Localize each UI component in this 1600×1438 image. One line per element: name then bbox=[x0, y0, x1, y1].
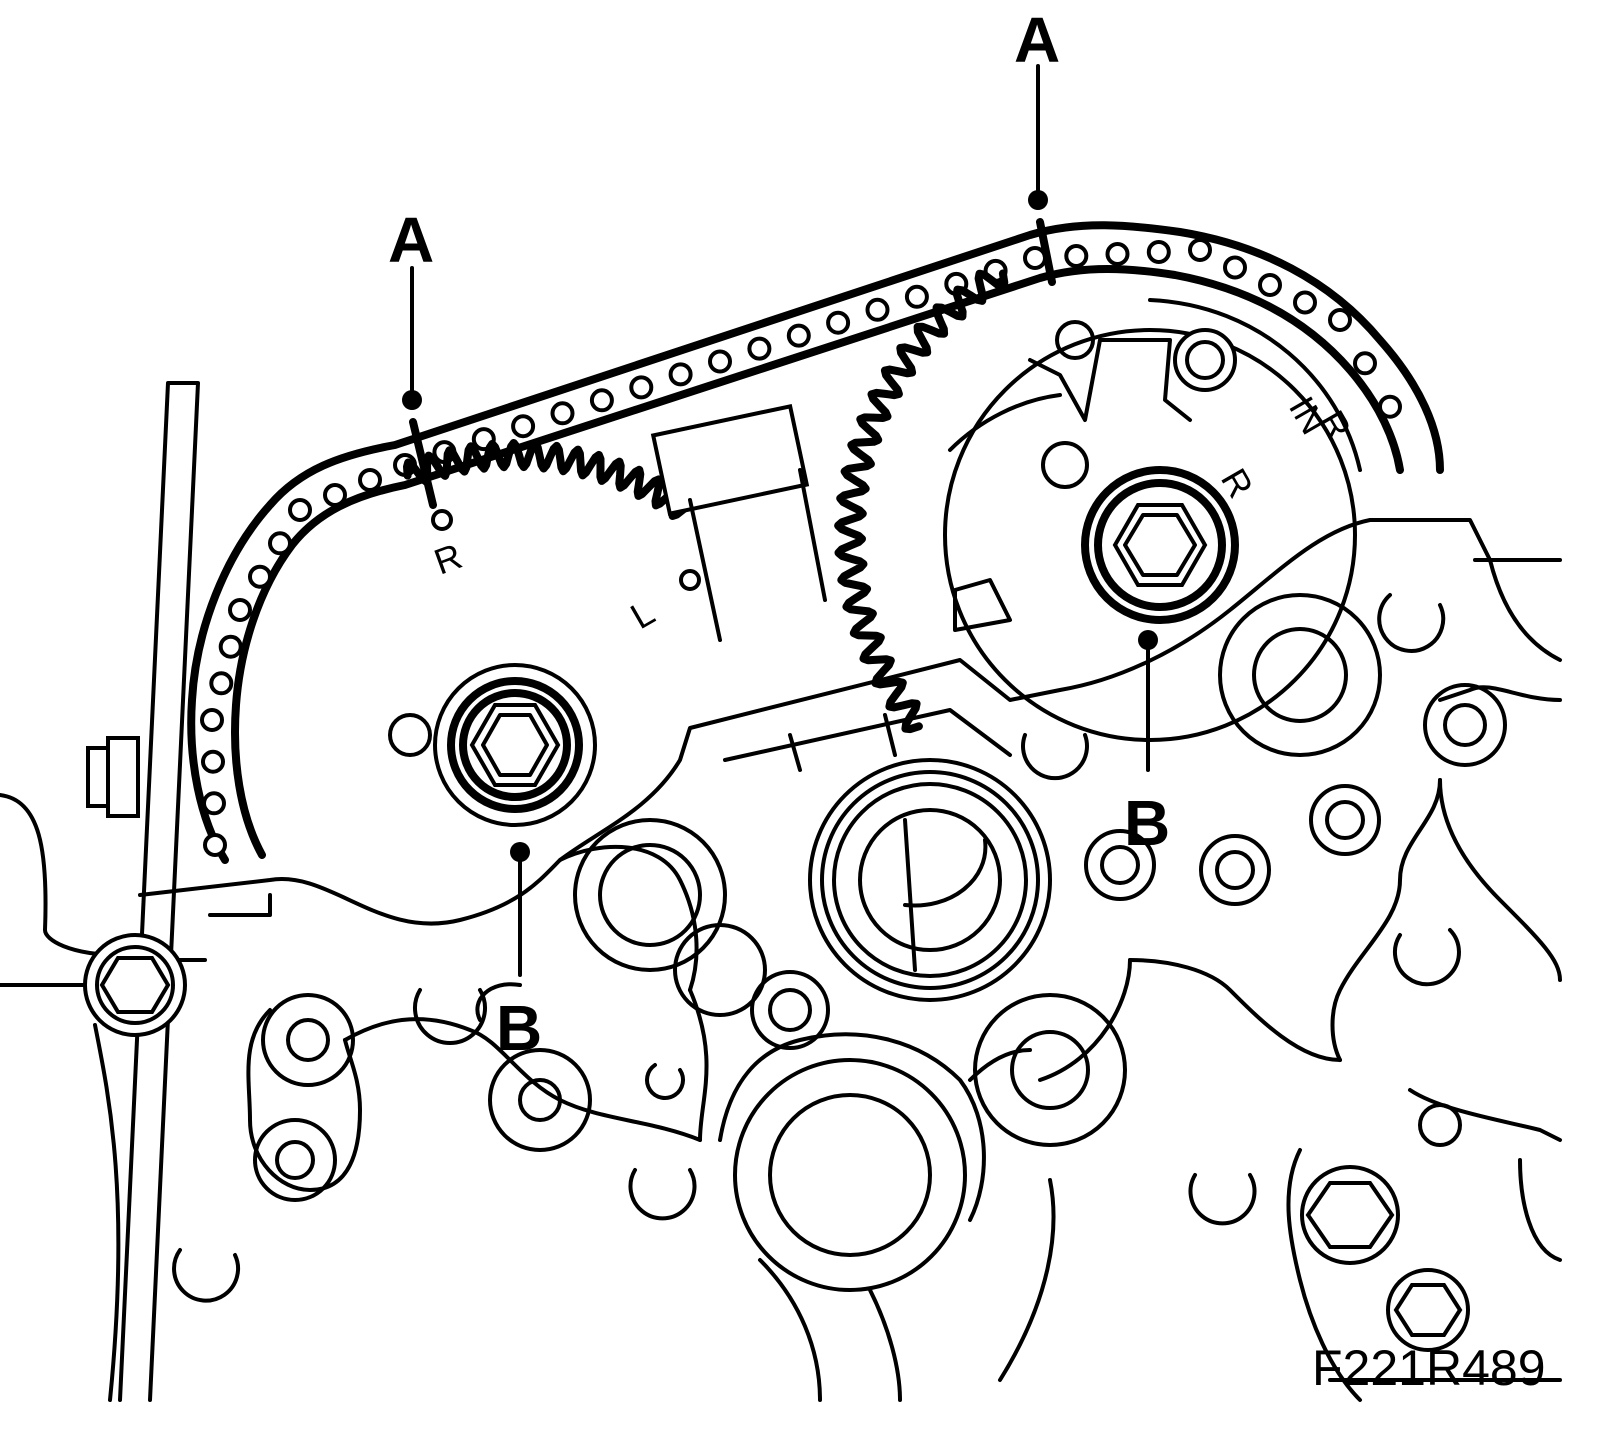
chain-guide-block bbox=[650, 403, 827, 642]
left-timing-dot-r bbox=[431, 509, 453, 531]
chain-roller bbox=[201, 749, 225, 774]
chain-roller bbox=[786, 323, 811, 348]
chain-roller bbox=[228, 598, 252, 622]
chain-roller bbox=[629, 375, 654, 400]
lower-right-bolts bbox=[1300, 1165, 1470, 1352]
chain-roller bbox=[589, 388, 614, 413]
chain-roller bbox=[1223, 255, 1247, 280]
callout-b-left: B bbox=[496, 842, 542, 1064]
chain-roller bbox=[1064, 244, 1089, 268]
chain-roller bbox=[209, 671, 234, 696]
chain-roller bbox=[511, 414, 536, 439]
callout-a-right: A bbox=[1014, 4, 1060, 286]
chain-roller bbox=[550, 401, 575, 426]
chain-roller bbox=[708, 349, 732, 374]
timing-chain-outer bbox=[187, 221, 1444, 864]
chain-roller bbox=[1146, 240, 1171, 264]
engine-housing bbox=[0, 381, 1562, 1402]
chain-roller bbox=[268, 531, 292, 556]
housing-bores bbox=[172, 441, 1562, 1303]
chain-roller bbox=[1353, 351, 1377, 376]
left-sprocket-mark-l: L bbox=[624, 591, 662, 637]
lower-left-bolt bbox=[83, 933, 187, 1037]
chain-roller bbox=[248, 564, 272, 589]
callout-label-b-left: B bbox=[496, 992, 542, 1064]
crank-seal-outer bbox=[808, 758, 1052, 1002]
chain-roller bbox=[202, 791, 226, 816]
left-sprocket-mark-r: R bbox=[429, 535, 467, 582]
chain-roller bbox=[323, 483, 347, 507]
housing-outline bbox=[138, 518, 1562, 926]
left-sprocket-teeth bbox=[403, 439, 688, 520]
chain-roller bbox=[200, 708, 224, 732]
chain-roller bbox=[358, 468, 382, 492]
chain-roller bbox=[1105, 242, 1130, 266]
callout-b-right: B bbox=[1124, 630, 1170, 859]
chain-roller bbox=[1378, 394, 1402, 419]
figure-reference: F221R489 bbox=[1312, 1340, 1546, 1396]
chain-roller bbox=[904, 284, 929, 309]
timing-chain-inner bbox=[231, 265, 1404, 859]
chain-roller bbox=[1258, 273, 1282, 297]
chain-roller bbox=[218, 634, 243, 659]
callout-label-b-right: B bbox=[1124, 787, 1170, 859]
chain-roller bbox=[668, 362, 693, 387]
chain-roller bbox=[1328, 308, 1352, 332]
left-camshaft-sprocket: R L bbox=[403, 439, 701, 827]
chain-roller bbox=[826, 310, 851, 335]
timing-chain bbox=[187, 221, 1444, 864]
callout-a-left: A bbox=[388, 204, 437, 509]
left-timing-dot-l bbox=[679, 569, 701, 591]
chain-roller bbox=[288, 498, 312, 522]
chain-roller bbox=[865, 297, 890, 322]
callout-label-a-right: A bbox=[1014, 4, 1060, 76]
chain-roller bbox=[203, 833, 227, 857]
chain-roller bbox=[1293, 290, 1317, 315]
callout-label-a-left: A bbox=[388, 204, 434, 276]
chain-roller bbox=[1188, 238, 1212, 262]
chain-roller bbox=[747, 336, 772, 361]
right-sprocket-teeth bbox=[834, 269, 1009, 734]
